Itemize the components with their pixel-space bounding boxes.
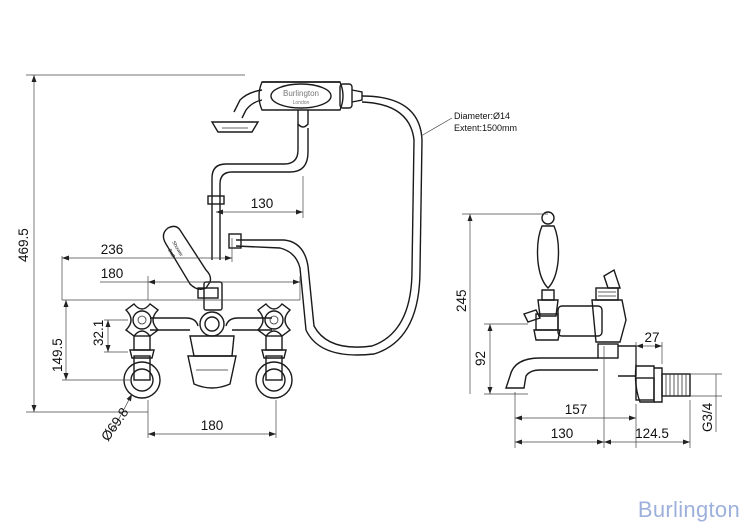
dim-overall-height-label: 469.5 — [16, 228, 31, 262]
left-cross-tap — [123, 303, 161, 399]
brand-logo-text: Burlington — [637, 497, 740, 522]
dim-offset-height: 32.1 — [91, 319, 128, 353]
dim-spout-reach-label: 157 — [565, 402, 588, 417]
cradle-arm — [207, 124, 309, 260]
shower-hose — [235, 95, 423, 356]
front-view: 469.5 Burlington London — [16, 74, 517, 444]
dim-body-height: 149.5 — [50, 300, 130, 381]
dim-body-height-label: 149.5 — [50, 338, 65, 372]
dim-inner-width-label: 180 — [101, 266, 124, 281]
dim-side-height-label: 245 — [454, 289, 469, 312]
side-wall-union — [618, 345, 691, 403]
dim-centres-label: 180 — [201, 418, 224, 433]
dim-thread-label: G3/4 — [700, 402, 715, 432]
dim-cradle-offset-label: 130 — [251, 196, 274, 211]
dim-inner-width: 180 — [100, 266, 301, 300]
shower-handset: Burlington London — [210, 81, 363, 133]
handset-brand-text: Burlington — [283, 89, 319, 98]
side-lever-handle — [536, 211, 560, 317]
dim-cradle-offset: 130 — [216, 176, 304, 218]
dim-overall-height: 469.5 — [16, 74, 245, 413]
hose-note-line2: Extent:1500mm — [454, 123, 517, 133]
dim-union-width: 124.5 — [604, 400, 691, 448]
dim-wall-projection-label: 130 — [551, 426, 574, 441]
dim-side-height: 245 — [454, 213, 548, 394]
hose-note-line1: Diameter:Ø14 — [454, 111, 510, 121]
right-cross-tap — [255, 303, 293, 399]
dim-tail-depth-label: 27 — [644, 330, 659, 345]
dim-centres: 180 — [147, 400, 277, 438]
mixer-body — [150, 281, 272, 389]
handset-brand-sub: London — [293, 100, 310, 106]
dim-spout-height-label: 92 — [473, 351, 488, 366]
side-body — [557, 268, 627, 359]
diverter-lever: Shower Bath — [162, 225, 219, 299]
dim-tail-depth: 27 — [635, 330, 663, 364]
hose-note: Diameter:Ø14 Extent:1500mm — [420, 111, 517, 137]
dim-flange-diameter: Ø69.8 — [98, 393, 133, 444]
dim-spout-height: 92 — [473, 323, 528, 395]
dim-offset-height-label: 32.1 — [91, 320, 106, 346]
side-view: 245 92 157 130 124.5 — [454, 211, 722, 448]
dim-flange-diameter-label: Ø69.8 — [98, 405, 131, 444]
dim-union-width-label: 124.5 — [635, 426, 669, 441]
diverter-lever-text2: Bath — [166, 248, 176, 260]
dim-outlet-width: 236 — [61, 238, 233, 300]
dim-wall-projection: 130 — [515, 346, 605, 448]
dim-thread: G3/4 — [690, 373, 722, 432]
dim-spout-reach: 157 — [514, 392, 637, 448]
side-cross-handle — [523, 309, 561, 341]
side-spout — [505, 357, 598, 389]
dim-outlet-width-label: 236 — [101, 242, 124, 257]
